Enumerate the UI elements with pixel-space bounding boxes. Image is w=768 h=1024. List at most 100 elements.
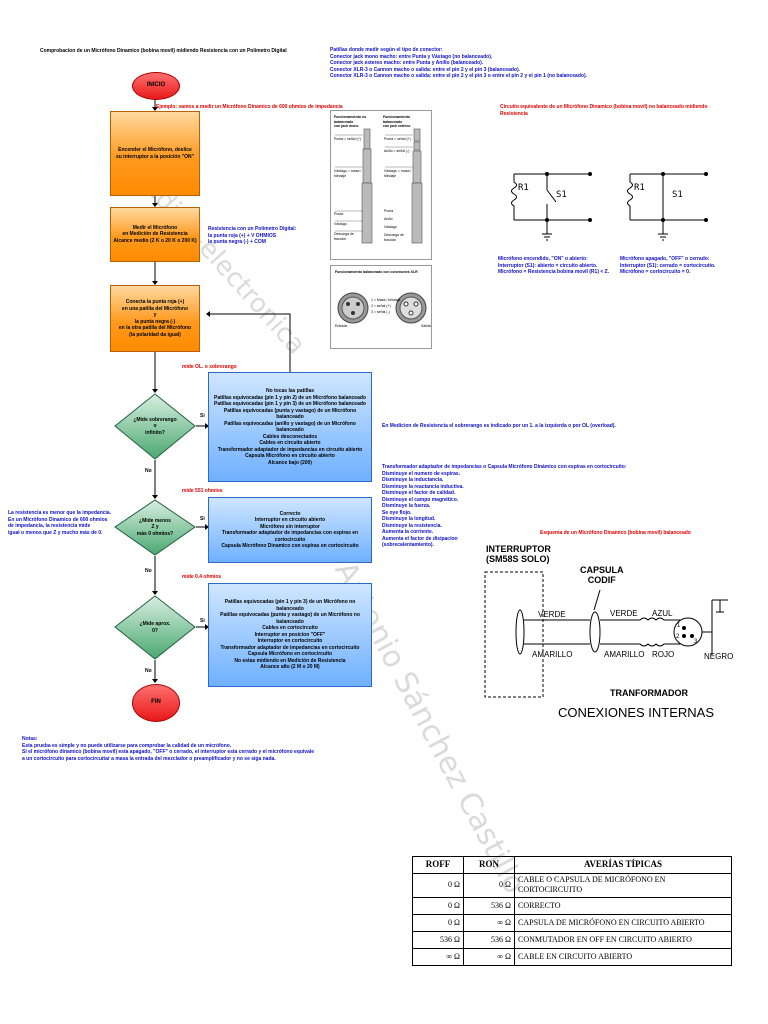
notes-title: Notas: xyxy=(22,736,38,742)
xlr-pin-label: 1 = Masa / blindaje xyxy=(371,298,401,302)
wire-amarillo-label: AMARILLO xyxy=(532,650,573,659)
pin-2-label: 2 xyxy=(676,634,680,640)
circuit-off-caption: Micrófono apagado, "OFF" o cerrado: Inte… xyxy=(620,256,716,275)
result-overrange-causes: No tocas las patillas Patillas equivocad… xyxy=(208,372,372,482)
label-551: mide 551 ohmios xyxy=(182,488,223,494)
decision-near-zero-shape xyxy=(114,595,196,660)
jack-stereo-label: Punta xyxy=(384,209,394,213)
r1-label: R1 xyxy=(518,183,529,193)
r1-label: R1 xyxy=(634,183,645,193)
jack-mono-label: Vástago = masa / blindaje xyxy=(334,169,362,178)
page-title: Comprobacion de un Micrófono Dinamico (b… xyxy=(40,48,287,54)
no-label: No xyxy=(145,468,152,474)
start-label: INICIO xyxy=(146,82,166,89)
table-cell: 536 Ω xyxy=(463,896,515,915)
no-label: No xyxy=(145,668,152,674)
jack-mono-label: Descarga de tracción xyxy=(334,232,354,241)
decision-less-than-z-text: ¿Mide menos Z y más 0 ohmios? xyxy=(136,517,174,537)
result-overrange-causes-text: No tocas las patillas Patillas equivocad… xyxy=(214,388,366,466)
s1-label: S1 xyxy=(672,190,683,200)
label-ol: mide OL. o sobrerango xyxy=(182,364,237,370)
schema-wiring xyxy=(484,571,728,698)
yes-label: Si xyxy=(200,618,205,624)
jack-plugs-drawing xyxy=(335,128,423,244)
wire-verde-label: VERDE xyxy=(538,610,566,619)
jack-stereo-label: Punta = señal (+) xyxy=(384,137,411,141)
circuit-title: Circuito equivalente de un Micrófono Din… xyxy=(500,104,708,117)
step-turn-on-mic-text: Encender el Micrófono, deslice su interr… xyxy=(115,147,195,160)
xlr-pin-label: 3 = señal (-) xyxy=(371,310,390,314)
end-terminal: FIN xyxy=(132,684,180,722)
equivalent-circuits: R1 S1 R1 S1 xyxy=(511,172,708,241)
result-short-causes: Patillas equivocadas (pin 1 y pin 3) de … xyxy=(208,583,372,687)
table-cell: ∞ Ω xyxy=(412,947,464,966)
table-cell: ∞ Ω xyxy=(463,947,515,966)
step-turn-on-mic: Encender el Micrófono, deslice su interr… xyxy=(110,111,200,196)
decision-overrange-text: ¿Mide sobrerango o infinito? xyxy=(133,416,177,436)
xlr-out-label: Salida xyxy=(421,324,431,328)
result-short-causes-text: Patillas equivocadas (pin 1 y pin 3) de … xyxy=(220,599,360,671)
table-header: AVERÍAS TÍPICAS xyxy=(514,856,732,874)
jack-stereo-label: Anillo xyxy=(384,217,393,221)
table-cell: CONMUTADOR EN OFF EN CIRCUITO ABIERTO xyxy=(514,930,732,949)
xlr-title: Funcionamiento balanceado con conexiones… xyxy=(335,270,418,274)
jack-mono-label: Vástago xyxy=(334,222,347,226)
step-measure-resistance-text: Medir el Micrófono en Medición de Resist… xyxy=(113,224,197,244)
wire-rojo-label: ROJO xyxy=(652,650,675,659)
xlr-plugs-drawing xyxy=(337,292,427,324)
table-cell: ∞ Ω xyxy=(463,913,515,932)
step-connect-probes: Conecta la punta roja (+) en una patilla… xyxy=(110,285,200,352)
schema-interruptor-label: INTERRUPTOR (SM58S SOLO) xyxy=(486,544,551,564)
pin-3-label: 3 xyxy=(694,639,698,645)
table-row: ∞ Ω ∞ Ω CABLE EN CIRCUITO ABIERTO xyxy=(412,947,732,966)
table-header: ROFF xyxy=(412,856,464,874)
wire-negro-label: NEGRO xyxy=(704,652,734,661)
notes-text: Esta prueba es simple y no puede utiliza… xyxy=(22,742,315,762)
decision-near-zero: ¿Mide aprox. 0? xyxy=(114,595,196,660)
notes: Notas: Esta prueba es simple y no puede … xyxy=(22,736,322,762)
table-header-row: ROFF RON AVERÍAS TÍPICAS xyxy=(412,856,732,874)
decision-less-than-z-shape xyxy=(114,499,196,556)
result-correct-causes-text: Correcto Interruptor en circuito abierto… xyxy=(221,510,359,550)
connector-note-line: Conector jack estereo macho: entre Punta… xyxy=(330,60,484,66)
step-connect-probes-text: Conecta la punta roja (+) en una patilla… xyxy=(118,299,192,338)
start-terminal: INICIO xyxy=(132,72,180,100)
jack-mono-label: Punta = señal (+) xyxy=(334,137,361,141)
table-cell: 0 Ω xyxy=(412,873,464,898)
table-cell: 0 Ω xyxy=(412,896,464,915)
s1-label: S1 xyxy=(556,190,567,200)
jack-stereo-label: Vástago xyxy=(384,225,397,229)
yes-label: Si xyxy=(200,516,205,522)
table-cell: CABLE O CAPSULA DE MICRÓFONO EN CORTOCIR… xyxy=(514,873,732,898)
pin-1-label: 1 xyxy=(677,623,681,629)
jack-stereo-label: Anillo = señal (-) xyxy=(384,149,410,153)
schema-capsula-label: CAPSULA CODIF xyxy=(580,565,624,585)
jack-mono-label: Punta xyxy=(334,212,344,216)
result-correct-causes: Correcto Interruptor en circuito abierto… xyxy=(208,497,372,563)
schema-transformador-label: TRANFORMADOR xyxy=(610,688,688,698)
table-cell: 536 Ω xyxy=(412,930,464,949)
schema-conexiones-label: CONEXIONES INTERNAS xyxy=(558,705,715,720)
decision-less-than-z: ¿Mide menos Z y más 0 ohmios? xyxy=(114,499,196,556)
wire-verde-label: VERDE xyxy=(610,609,638,618)
table-cell: 536 Ω xyxy=(463,930,515,949)
schema-title: Esquema de un Micrófono Dinamico (bobina… xyxy=(540,530,691,536)
faults-table: ROFF RON AVERÍAS TÍPICAS 0 Ω 0 Ω CABLE O… xyxy=(412,856,732,966)
table-cell: CAPSULA DE MICRÓFONO EN CIRCUITO ABIERTO xyxy=(514,913,732,932)
connector-note-line: Patillas donde medir según el tipo de co… xyxy=(330,47,443,53)
jack-mono-title: Funcionamiento no balanceado con jack mo… xyxy=(334,115,367,129)
short-circuit-note: Transformador adaptador de impedancias o… xyxy=(382,464,627,548)
table-row: 0 Ω ∞ Ω CAPSULA DE MICRÓFONO EN CIRCUITO… xyxy=(412,913,732,932)
table-row: 0 Ω 0 Ω CABLE O CAPSULA DE MICRÓFONO EN … xyxy=(412,873,732,898)
table-row: 0 Ω 536 Ω CORRECTO xyxy=(412,896,732,915)
decision-overrange-shape xyxy=(114,393,196,460)
jack-connector-panel: Funcionamiento no balanceado con jack mo… xyxy=(330,110,432,260)
no-label: No xyxy=(145,568,152,574)
overload-note: En Medicion de Resistencia el sobrerango… xyxy=(382,423,616,429)
label-04: mide 0,4 ohmios xyxy=(182,574,222,580)
table-row: 536 Ω 536 Ω CONMUTADOR EN OFF EN CIRCUIT… xyxy=(412,930,732,949)
example-note: Ejemplo: vamos a medir un Micrófono Dina… xyxy=(156,104,343,110)
schema-diagram: INTERRUPTOR (SM58S SOLO) CAPSULA CODIF V… xyxy=(480,540,740,725)
decision-overrange: ¿Mide sobrerango o infinito? xyxy=(114,393,196,460)
